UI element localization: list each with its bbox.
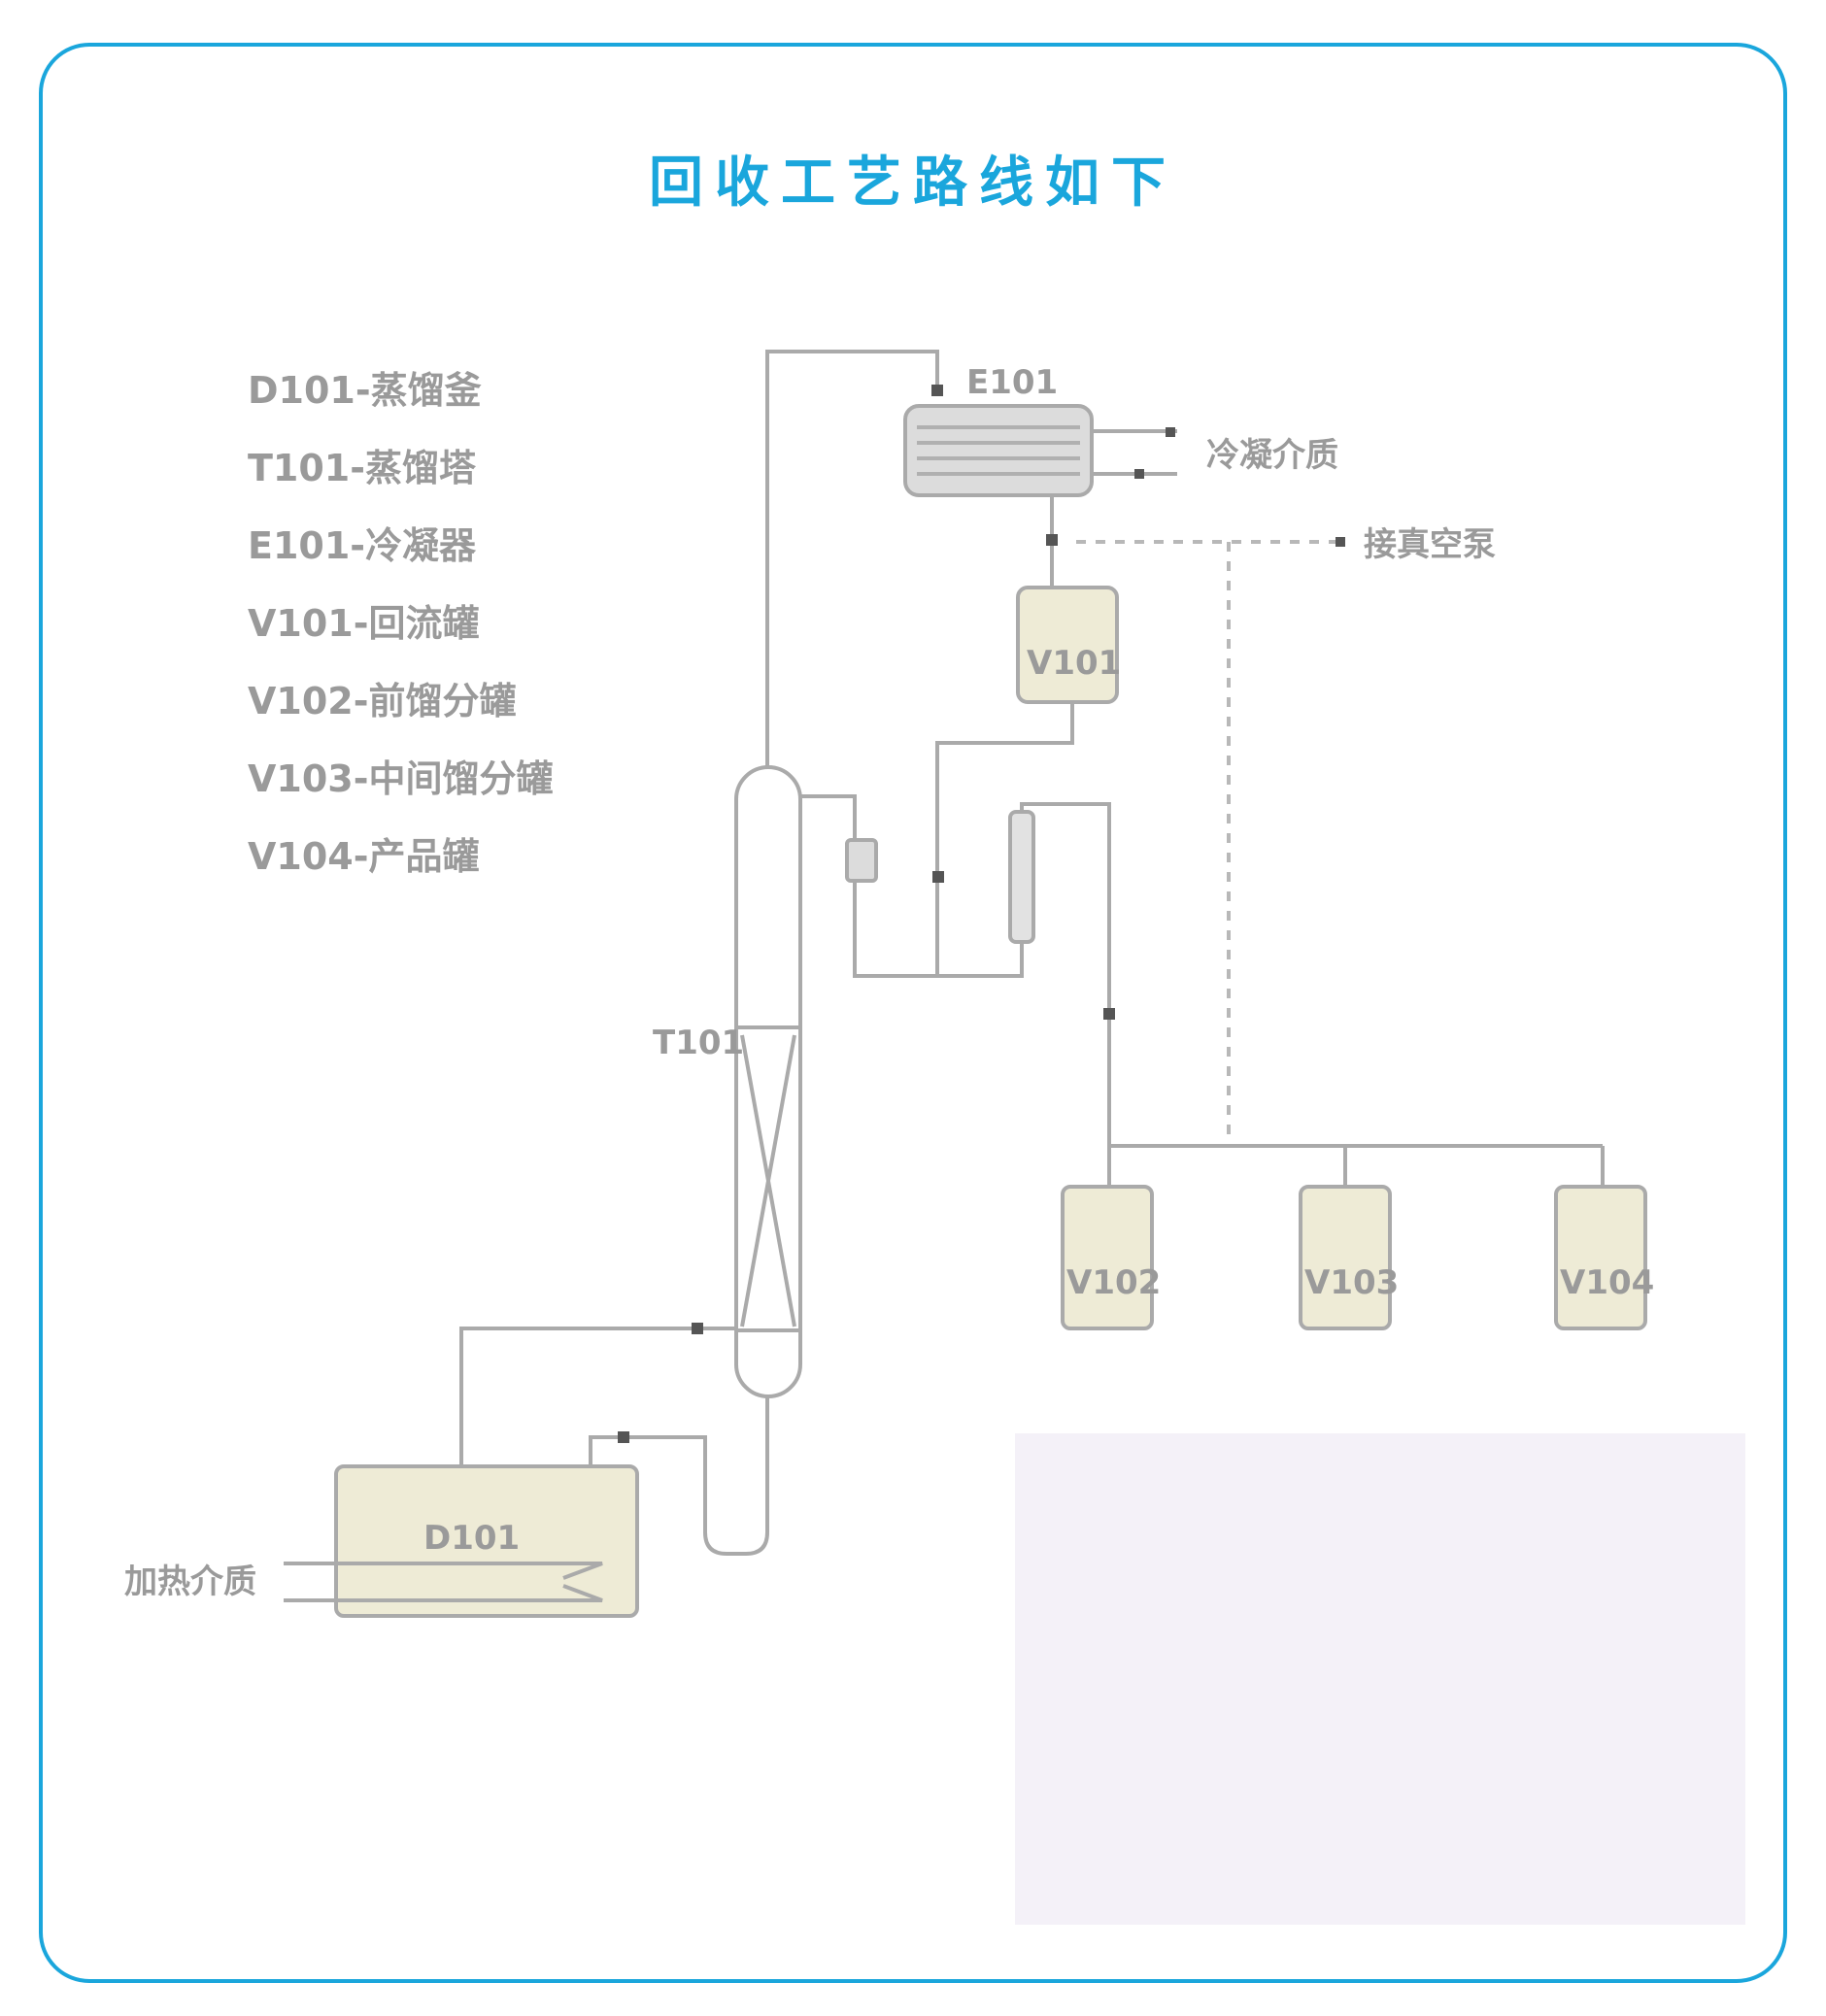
legend-item-v103: V103-中间馏分罐 — [248, 757, 554, 800]
condenser-e101 — [903, 404, 1094, 497]
bottoms-return-line — [589, 1396, 769, 1556]
reflux-drum-tag: V101 — [1027, 644, 1121, 683]
tank-v104-tag: V104 — [1560, 1263, 1654, 1302]
tank-v104 — [1554, 1185, 1647, 1330]
tank-v103 — [1299, 1185, 1392, 1330]
still-d101 — [334, 1464, 639, 1618]
vacuum-arrow-icon — [1336, 537, 1345, 547]
rotameter — [1008, 810, 1035, 944]
cooling-valve-icon — [1134, 469, 1144, 479]
vapor-valve-icon — [931, 385, 943, 396]
tank-v103-tag: V103 — [1304, 1263, 1399, 1302]
reflux-valve-icon — [932, 871, 944, 883]
tank-v102 — [1061, 1185, 1154, 1330]
equipment-legend: D101-蒸馏釜 T101-蒸馏塔 E101-冷凝器 V101-回流罐 V102… — [248, 361, 554, 905]
column-tag: T101 — [653, 1024, 744, 1062]
legend-item-e101: E101-冷凝器 — [248, 524, 477, 567]
legend-item-v104: V104-产品罐 — [248, 835, 480, 878]
tank-v102-tag: V102 — [1066, 1263, 1161, 1302]
cooling-arrow-icon — [1166, 427, 1175, 437]
legend-item-d101: D101-蒸馏釜 — [248, 369, 482, 412]
heating-medium-label: 加热介质 — [124, 1562, 256, 1601]
content-frame — [39, 43, 1787, 1983]
distillate-line — [937, 802, 1111, 1146]
legend-item-v102: V102-前馏分罐 — [248, 680, 517, 722]
heating-in-line — [284, 1562, 603, 1580]
vacuum-pump-label: 接真空泵 — [1364, 525, 1496, 564]
column-t101 — [734, 765, 802, 1398]
cooling-medium-label: 冷凝介质 — [1206, 436, 1338, 475]
legend-item-t101: T101-蒸馏塔 — [248, 447, 477, 489]
vapor-line — [765, 350, 939, 767]
reflux-flowmeter — [845, 838, 878, 883]
page-title: 回收工艺路线如下 — [649, 151, 1177, 215]
vapor-to-column-line — [459, 1327, 736, 1466]
legend-item-v101: V101-回流罐 — [248, 602, 480, 645]
still-tag: D101 — [423, 1519, 520, 1558]
condenser-tag: E101 — [966, 363, 1058, 402]
bottoms-valve-icon — [618, 1431, 629, 1443]
vapor-valve-2-icon — [692, 1323, 703, 1334]
blank-panel — [1015, 1433, 1745, 1925]
reflux-drum-v101 — [1016, 586, 1119, 704]
distillate-valve-icon — [1103, 1008, 1115, 1020]
heating-out-line — [284, 1584, 603, 1602]
condensate-valve-icon — [1046, 534, 1058, 546]
